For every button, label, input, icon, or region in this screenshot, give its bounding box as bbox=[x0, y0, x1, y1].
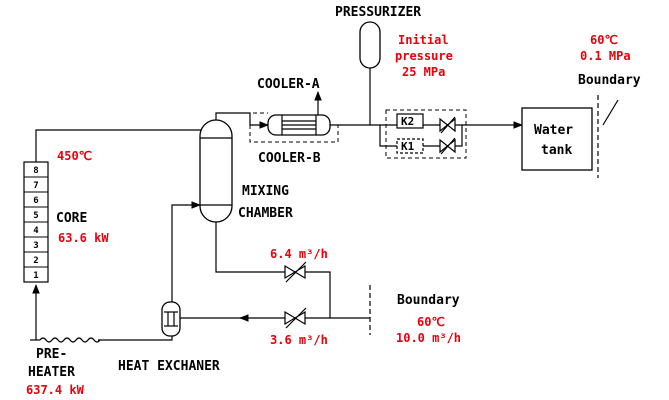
valve-upper: 6.4 m³/h bbox=[270, 247, 328, 283]
core-section-label: 1 bbox=[33, 271, 38, 281]
valve-k1: K1 bbox=[385, 109, 467, 159]
core-section-label: 7 bbox=[33, 181, 38, 191]
flow-upper-label: 6.4 m³/h bbox=[270, 247, 328, 261]
valve-k2: K2 bbox=[396, 113, 456, 134]
initial-pressure-value: 25 MPa bbox=[402, 65, 445, 79]
mixing-label-1: MIXING bbox=[242, 184, 289, 199]
preheater-label-2: HEATER bbox=[28, 365, 75, 380]
mixing-label-2: CHAMBER bbox=[238, 206, 293, 221]
boundary-bottom-flow: 10.0 m³/h bbox=[396, 331, 461, 345]
k1-label: K1 bbox=[401, 140, 415, 153]
core-power: 63.6 kW bbox=[58, 231, 109, 245]
cooler-a: COOLER-A bbox=[257, 77, 331, 136]
initial-pressure-line1: Initial bbox=[398, 33, 449, 47]
core-section-label: 2 bbox=[33, 256, 38, 266]
boundary-bottom: Boundary 60℃ 10.0 m³/h bbox=[369, 285, 461, 345]
core-label: CORE bbox=[56, 211, 87, 226]
pressurizer-label: PRESSURIZER bbox=[335, 5, 421, 20]
core-section-label: 5 bbox=[33, 211, 38, 221]
k2-label: K2 bbox=[401, 115, 414, 128]
water-tank-label-2: tank bbox=[541, 143, 572, 158]
core: 8 7 6 5 4 3 2 1 CORE 63.6 kW 450℃ bbox=[23, 149, 109, 283]
valve-lower: 3.6 m³/h bbox=[270, 307, 328, 347]
mixing-chamber: MIXING CHAMBER bbox=[199, 119, 293, 223]
core-section-label: 4 bbox=[33, 226, 39, 236]
preheater: PRE- HEATER 637.4 kW bbox=[26, 337, 101, 397]
core-section-label: 6 bbox=[33, 196, 38, 206]
flow-lower-label: 3.6 m³/h bbox=[270, 333, 328, 347]
preheater-power: 637.4 kW bbox=[26, 383, 85, 397]
cooler-b-label: COOLER-B bbox=[258, 151, 321, 166]
boundary-bottom-temp: 60℃ bbox=[417, 315, 445, 329]
boundary-bottom-label: Boundary bbox=[397, 293, 460, 308]
initial-pressure-line2: pressure bbox=[395, 49, 453, 63]
core-temp: 450℃ bbox=[57, 149, 92, 163]
core-sections: 8 7 6 5 4 3 2 1 bbox=[24, 166, 48, 281]
heat-exchanger: HEAT EXCHANER bbox=[118, 301, 220, 374]
water-tank: Water tank bbox=[521, 95, 619, 178]
boundary-top-pressure: 0.1 MPa bbox=[580, 49, 631, 63]
heat-exchanger-label: HEAT EXCHANER bbox=[118, 359, 220, 374]
pressurizer: PRESSURIZER bbox=[335, 5, 421, 69]
core-section-label: 3 bbox=[33, 241, 38, 251]
water-tank-label-1: Water bbox=[534, 123, 573, 138]
cooler-a-label: COOLER-A bbox=[257, 77, 320, 92]
preheater-label-1: PRE- bbox=[36, 347, 67, 362]
core-section-label: 8 bbox=[33, 166, 38, 176]
boundary-top-temp: 60℃ bbox=[590, 33, 618, 47]
cooler-b-bypass bbox=[232, 112, 339, 143]
boundary-top-label: Boundary bbox=[578, 73, 641, 88]
